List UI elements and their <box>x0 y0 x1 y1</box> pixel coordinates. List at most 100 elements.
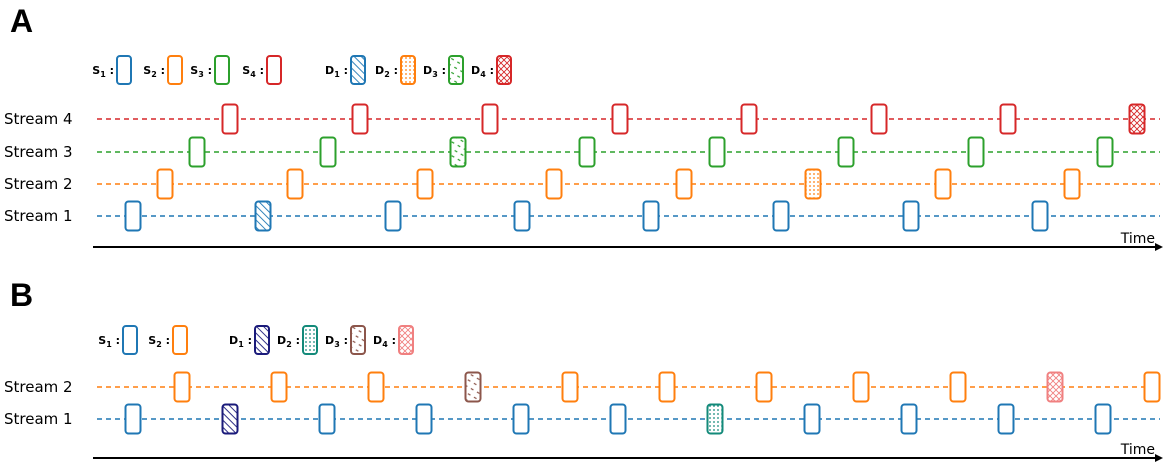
stream-event-highlighted <box>1046 371 1064 403</box>
stream-event <box>934 168 952 200</box>
stream-event-highlighted <box>221 403 239 435</box>
stream-event <box>1063 168 1081 200</box>
legend-swatch <box>398 325 414 355</box>
stream-event <box>578 136 596 168</box>
legend-swatch <box>350 325 366 355</box>
stream-event <box>318 403 336 435</box>
stream-event <box>561 371 579 403</box>
legend-swatch <box>116 55 132 85</box>
stream-row: Stream 3 <box>4 136 1160 168</box>
legend-item-d1: D1 : <box>325 55 366 85</box>
legend-label: D3 : <box>423 64 446 79</box>
stream-event <box>852 371 870 403</box>
stream-event <box>803 403 821 435</box>
stream-event <box>611 103 629 135</box>
stream-event <box>870 103 888 135</box>
stream-event <box>997 403 1015 435</box>
legend-item-s1: S1 : <box>98 325 138 355</box>
stream-event <box>658 371 676 403</box>
stream-event <box>156 168 174 200</box>
legend-label: S2 : <box>148 334 170 349</box>
stream-event-highlighted <box>1128 103 1146 135</box>
stream-label: Stream 4 <box>4 110 73 128</box>
legend-item-s3: S3 : <box>190 55 230 85</box>
stream-event <box>545 168 563 200</box>
time-axis-arrowhead <box>1155 454 1163 462</box>
stream-event <box>319 136 337 168</box>
stream-row: Stream 4 <box>4 103 1160 135</box>
panel-b: BS1 :S2 :D1 :D2 :D3 :D4 :Stream 2Stream … <box>4 277 1163 462</box>
legend-label: S4 : <box>242 64 264 79</box>
stream-event <box>513 200 531 232</box>
stream-event <box>384 200 402 232</box>
stream-row: Stream 1 <box>4 200 1160 232</box>
stream-event <box>512 403 530 435</box>
stream-row: Stream 2 <box>4 371 1161 403</box>
stream-event <box>173 371 191 403</box>
legend-label: D3 : <box>325 334 348 349</box>
stream-label: Stream 3 <box>4 143 73 161</box>
stream-event-highlighted <box>254 200 272 232</box>
stream-event <box>900 403 918 435</box>
legend-label: S3 : <box>190 64 212 79</box>
legend-item-d3: D3 : <box>325 325 366 355</box>
stream-event <box>1096 136 1114 168</box>
stream-event <box>1143 371 1161 403</box>
legend-swatch <box>172 325 188 355</box>
stream-event <box>367 371 385 403</box>
legend-swatch <box>167 55 183 85</box>
time-axis-label: Time <box>1120 231 1155 247</box>
legend-label: D4 : <box>373 334 396 349</box>
stream-event <box>675 168 693 200</box>
stream-event <box>902 200 920 232</box>
stream-event <box>837 136 855 168</box>
legend-swatch <box>254 325 270 355</box>
legend-swatch <box>214 55 230 85</box>
stream-event <box>221 103 239 135</box>
legend-label: S1 : <box>98 334 120 349</box>
legend-label: D4 : <box>471 64 494 79</box>
stream-event <box>286 168 304 200</box>
stream-event <box>351 103 369 135</box>
legend-item-s2: S2 : <box>143 55 183 85</box>
legend-item-s4: S4 : <box>242 55 282 85</box>
stream-event <box>755 371 773 403</box>
legend-swatch <box>448 55 464 85</box>
stream-event <box>642 200 660 232</box>
stream-event-highlighted <box>706 403 724 435</box>
time-axis-arrowhead <box>1155 243 1163 251</box>
stream-event <box>415 403 433 435</box>
stream-event <box>772 200 790 232</box>
stream-row: Stream 2 <box>4 168 1160 200</box>
legend-item-d4: D4 : <box>471 55 512 85</box>
time-axis-label: Time <box>1120 442 1155 458</box>
legend-swatch <box>350 55 366 85</box>
legend-swatch <box>400 55 416 85</box>
stream-event <box>124 403 142 435</box>
legend-item-s1: S1 : <box>92 55 132 85</box>
legend-item-s2: S2 : <box>148 325 188 355</box>
stream-event <box>1031 200 1049 232</box>
legend-swatch <box>496 55 512 85</box>
legend-label: D2 : <box>277 334 300 349</box>
stream-event <box>967 136 985 168</box>
stream-event <box>999 103 1017 135</box>
stream-event <box>481 103 499 135</box>
legend-label: S1 : <box>92 64 114 79</box>
stream-event <box>188 136 206 168</box>
stream-event <box>609 403 627 435</box>
panel-a: AS1 :S2 :S3 :S4 :D1 :D2 :D3 :D4 :Stream … <box>4 3 1163 251</box>
legend-item-d2: D2 : <box>375 55 416 85</box>
legend-swatch <box>122 325 138 355</box>
stream-row: Stream 1 <box>4 403 1160 435</box>
stream-event <box>949 371 967 403</box>
stream-label: Stream 1 <box>4 410 73 428</box>
legend-label: D1 : <box>325 64 348 79</box>
stream-event <box>270 371 288 403</box>
legend-item-d2: D2 : <box>277 325 318 355</box>
stream-event-highlighted <box>464 371 482 403</box>
stream-event <box>416 168 434 200</box>
legend-item-d1: D1 : <box>229 325 270 355</box>
stream-event <box>708 136 726 168</box>
